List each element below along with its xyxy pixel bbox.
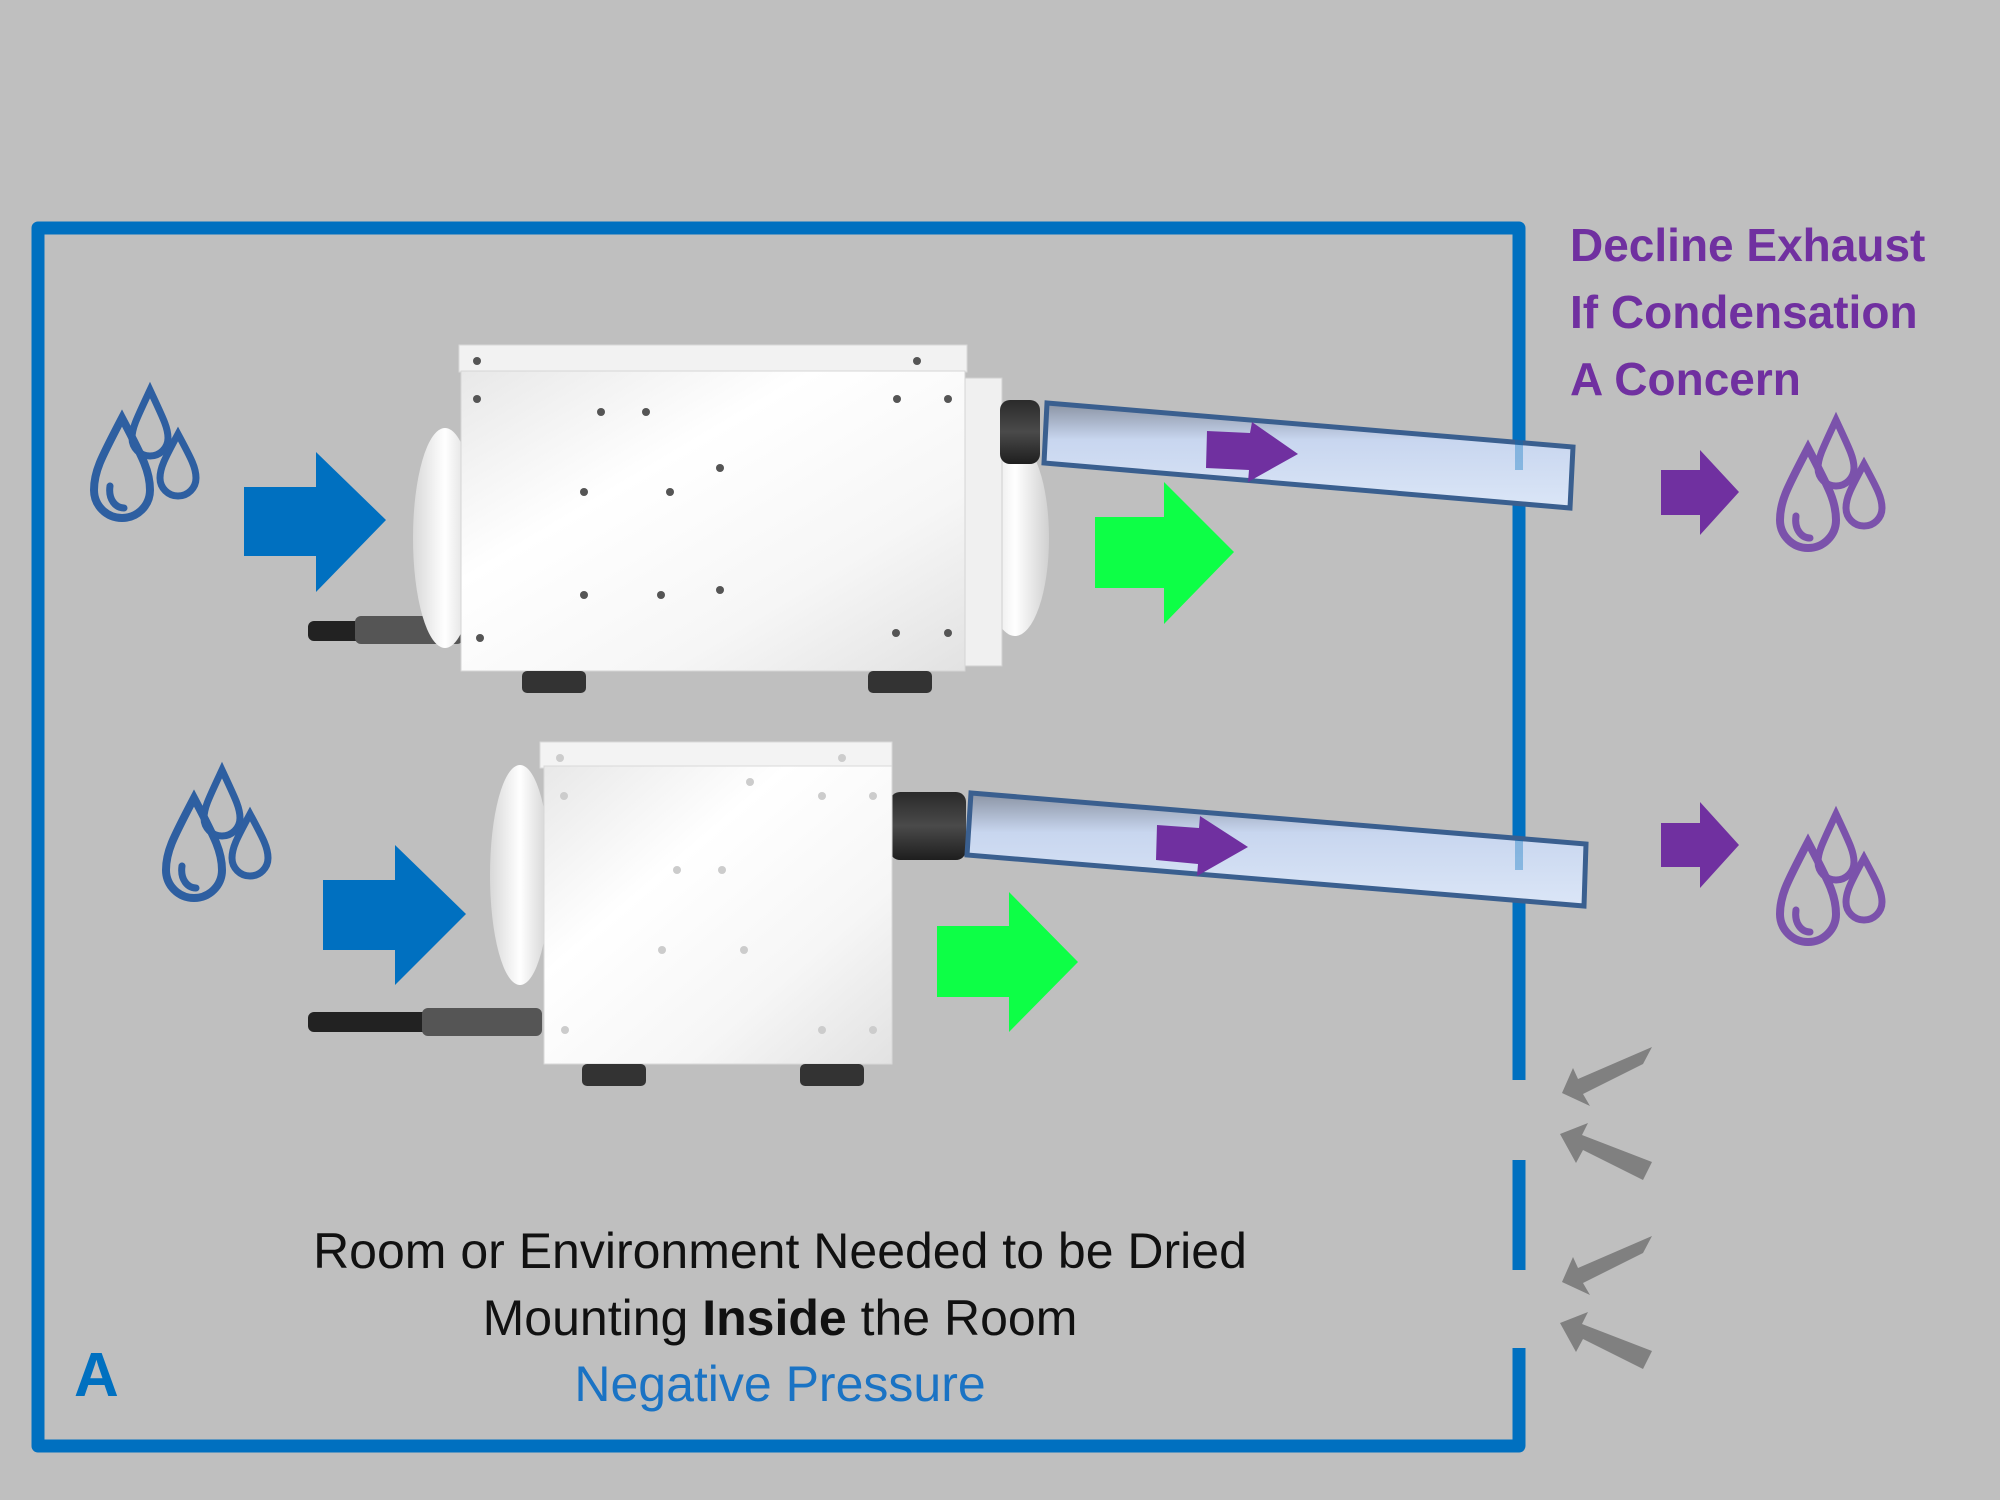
exhaust-duct-1 — [1041, 400, 1576, 511]
warning-line: A Concern — [1570, 353, 1801, 405]
power-cord — [308, 1012, 458, 1032]
exhaust-port — [1000, 400, 1040, 464]
warning-line: Decline Exhaust — [1570, 219, 1926, 271]
caption-mounting-suffix: the Room — [846, 1290, 1078, 1346]
dry-air-arrow-1 — [1095, 482, 1234, 624]
cord-strain-relief — [422, 1008, 542, 1036]
dry-air-arrow-2 — [937, 892, 1078, 1032]
dehumidifier-unit-small — [308, 741, 966, 1086]
dehumidifier-unit-large — [308, 344, 1049, 693]
water-drops-icon — [1780, 814, 1882, 942]
foot — [800, 1064, 864, 1086]
exhaust-port — [890, 792, 966, 860]
water-drops-icon — [1780, 420, 1882, 548]
makeup-air-arrow — [1560, 1123, 1652, 1180]
exhaust-duct-2 — [964, 790, 1589, 909]
makeup-air-arrows — [1560, 1047, 1652, 1369]
caption-pressure: Negative Pressure — [574, 1356, 986, 1412]
exhaust-arrow-in-duct-2 — [1156, 816, 1248, 876]
room-wall — [31, 221, 1526, 1453]
water-drops-icon — [94, 390, 196, 518]
makeup-air-arrow — [1562, 1236, 1652, 1295]
exhaust-arrow-in-duct-1 — [1206, 422, 1298, 482]
caption-mounting: Mounting Inside the Room — [250, 1285, 1310, 1351]
caption-room: Room or Environment Needed to be Dried — [313, 1223, 1247, 1279]
moist-air-arrow-1 — [244, 452, 386, 592]
caption-mounting-prefix: Mounting — [482, 1290, 703, 1346]
foot — [582, 1064, 646, 1086]
exhaust-out-arrow-1 — [1661, 450, 1739, 535]
makeup-air-arrow — [1560, 1312, 1652, 1369]
condensation-warning-note: Decline Exhaust If Condensation A Concer… — [1570, 212, 1925, 413]
exhaust-out-arrow-2 — [1661, 802, 1739, 888]
warning-line: If Condensation — [1570, 286, 1918, 338]
unit-body — [543, 765, 893, 1065]
unit-body — [460, 370, 966, 672]
caption-mounting-emphasis: Inside — [702, 1290, 847, 1346]
foot — [522, 671, 586, 693]
makeup-air-arrow — [1562, 1047, 1652, 1106]
panel-label: A — [74, 1341, 119, 1410]
foot — [868, 671, 932, 693]
moist-air-arrow-2 — [323, 845, 466, 985]
inlet-cylinder — [490, 765, 550, 985]
water-drops-icon — [166, 770, 268, 898]
